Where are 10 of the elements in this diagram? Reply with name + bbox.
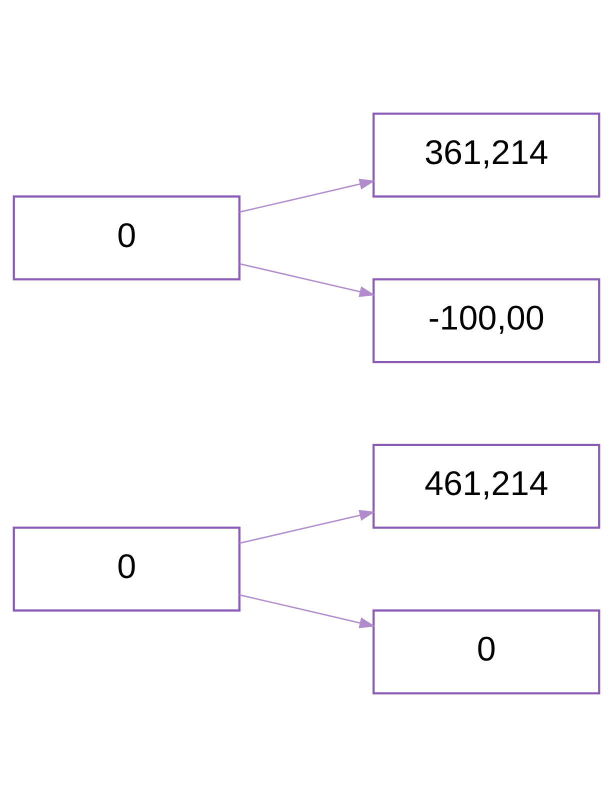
arrow <box>239 510 376 544</box>
node-box: 0 <box>12 195 240 280</box>
node-box: 0 <box>12 526 240 612</box>
node-box: 461,214 <box>372 444 600 529</box>
node-box: 361,214 <box>372 112 600 198</box>
arrow <box>239 178 376 213</box>
arrow <box>239 594 376 628</box>
node-box: -100,00 <box>372 278 600 364</box>
node-box: 0 <box>372 609 600 694</box>
arrow <box>239 263 376 298</box>
